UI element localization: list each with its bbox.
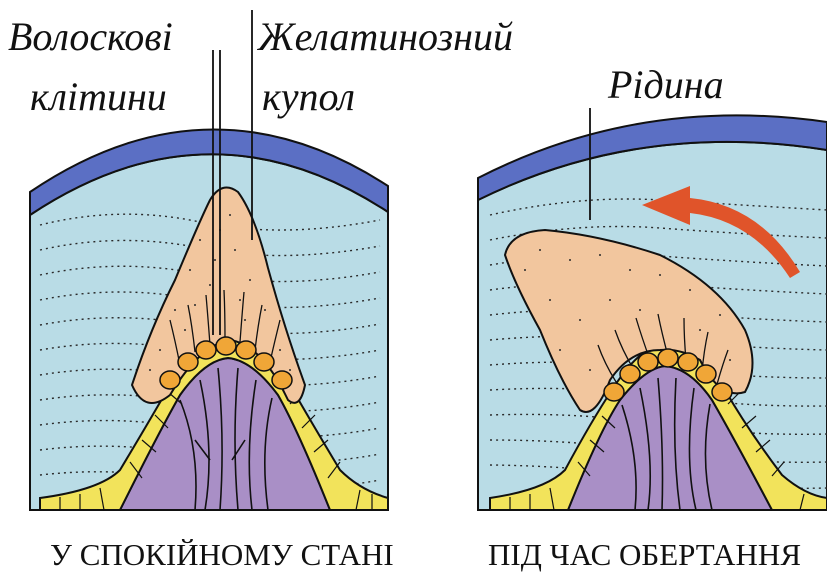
panel-rest (30, 129, 388, 510)
cupula-label-line2: купол (262, 74, 355, 119)
cupula-label-line1: Желатинозний (256, 14, 513, 59)
fluid-label: Рідина (607, 62, 724, 107)
caption-rest: У СПОКІЙНОМУ СТАНІ (50, 537, 394, 572)
caption-rotation: ПІД ЧАС ОБЕРТАННЯ (488, 537, 801, 572)
hair-cells-label-line1: Волоскові (8, 14, 173, 59)
hair-cells-label-line2: клітини (30, 74, 167, 119)
panel-rotation (478, 115, 827, 510)
